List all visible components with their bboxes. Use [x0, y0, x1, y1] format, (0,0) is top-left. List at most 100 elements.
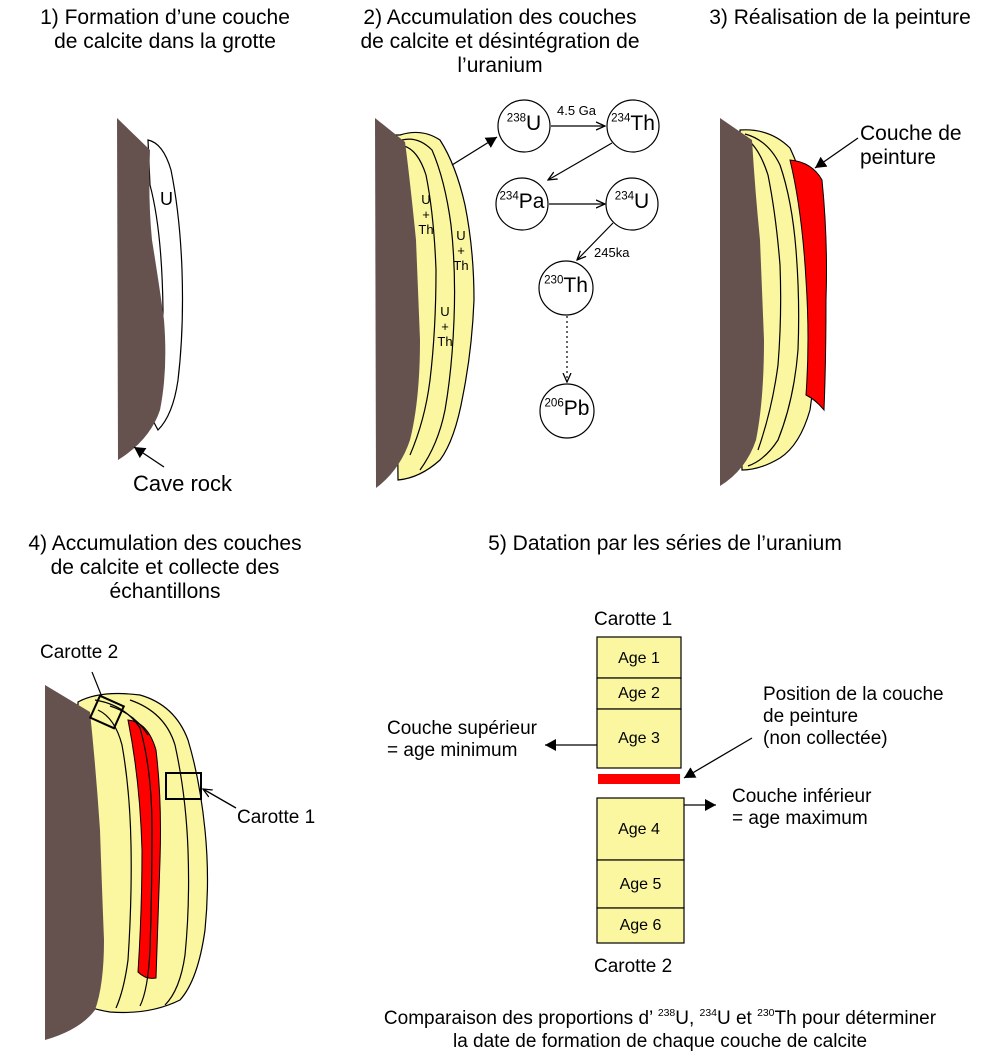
caption-iso1-symbol: U, — [675, 1008, 700, 1029]
arrow-paint-position — [683, 737, 753, 779]
layer-label-3: U + Th — [433, 304, 457, 349]
layer-label-3-th: Th — [437, 334, 453, 349]
arrow-u234-th230 — [577, 222, 614, 260]
lower-layer-label-line1: Couche inférieur — [732, 786, 872, 807]
half-life-label-1: 4.5 Ga — [557, 103, 597, 118]
panel2-artwork — [375, 118, 475, 488]
node-u238-mass: 238 — [506, 112, 527, 125]
node-pb206-symbol: Pb — [563, 397, 590, 420]
panel2-title-line2: de calcite et désintégration de — [360, 30, 640, 53]
layer-label-1-plus: + — [422, 207, 430, 222]
panel5-core1-label: Carotte 1 — [594, 609, 673, 630]
node-circle-u238 — [497, 99, 551, 153]
panel4-core2-box — [88, 694, 126, 730]
bottom-caption: Comparaison des proportions d’ 238U, 234… — [320, 1007, 1000, 1053]
panel4-title-line2: de calcite et collecte des — [50, 556, 280, 579]
node-th230-symbol: Th — [563, 274, 588, 297]
core1-cell-age2 — [596, 677, 682, 710]
layer-label-3-u: U — [440, 304, 450, 319]
node-u238-label: 238U — [498, 112, 550, 136]
core2-cell-age4 — [596, 797, 685, 861]
panel3-title: 3) Réalisation de la peinture — [709, 6, 971, 29]
panel4-artwork — [45, 685, 209, 1040]
node-circle-th230 — [538, 260, 594, 316]
panel5-title: 5) Datation par les séries de l’uranium — [488, 532, 842, 555]
paint-position-label: Position de la couche de peinture (non c… — [763, 684, 944, 750]
panel5-core2-stack — [596, 797, 685, 944]
panel1-artwork — [117, 118, 184, 460]
panel4-core1-label: Carotte 1 — [237, 807, 316, 828]
panel2-title-line3: l’uranium — [457, 54, 543, 77]
decay-chain-circles — [495, 99, 660, 439]
panel3-calcite-line2 — [747, 139, 782, 451]
panel5-core1-stack — [596, 636, 682, 769]
node-pa234-mass: 234 — [499, 190, 519, 203]
panel5-paint-bar — [598, 774, 680, 784]
paint-position-label-line1: Position de la couche — [763, 684, 944, 705]
panel4-calcite-line4 — [109, 705, 149, 736]
paint-position-label-line2: de peinture — [763, 706, 859, 727]
caption-prefix: Comparaison des proportions d’ — [383, 1008, 658, 1029]
panel4-paint-layer — [127, 719, 161, 979]
paint-position-label-line3: (non collectée) — [763, 728, 888, 749]
panel4-title-line1: 4) Accumulation des couches — [28, 532, 302, 555]
panel1-cave-rock — [117, 118, 166, 460]
node-u234-mass: 234 — [614, 190, 635, 203]
panel4-calcite-line3 — [129, 699, 190, 1006]
panel4-core2-label: Carotte 2 — [40, 642, 119, 663]
node-u238-symbol: U — [526, 112, 542, 135]
panel3-paint-label: Couche de peinture — [860, 122, 962, 170]
node-circle-u234 — [605, 177, 659, 231]
layer-label-2: U + Th — [449, 228, 473, 273]
lower-layer-label: Couche inférieur = age maximum — [732, 786, 871, 830]
layer-label-2-th: Th — [453, 258, 469, 273]
panel1-u-label: U — [160, 189, 173, 209]
panel4-core1-arrow — [203, 789, 237, 809]
panel3-paint-label-line1: Couche de — [860, 122, 962, 145]
panel3-artwork — [720, 118, 827, 486]
panel1-title-line1: 1) Formation d’une couche — [40, 6, 290, 29]
upper-layer-label-line2: = age minimum — [387, 740, 518, 761]
panel4-title-line3: échantillons — [109, 580, 221, 603]
panel3-paint-arrow — [814, 137, 859, 169]
core2-cell-age6 — [596, 907, 685, 944]
panel3-paint-layer — [789, 159, 827, 412]
core1-cell-age3 — [596, 708, 682, 769]
node-pa234-symbol: Pa — [518, 190, 545, 213]
age-label-5: Age 5 — [619, 876, 662, 893]
panel4-core1-box — [165, 772, 202, 800]
panel1-calcite-layer — [147, 139, 184, 431]
layer-label-1-th: Th — [418, 222, 434, 237]
panel4-calcite-line1 — [94, 699, 153, 1007]
caption-iso2-mass: 234 — [699, 1008, 717, 1020]
panel1-rock-label: Cave rock — [133, 471, 233, 496]
node-u234-label: 234U — [606, 190, 658, 214]
node-th234-mass: 234 — [611, 112, 631, 125]
node-circle-pa234 — [495, 177, 549, 231]
panel3-cave-rock — [720, 118, 764, 486]
layer-label-2-u: U — [456, 228, 466, 243]
node-circle-th234 — [606, 99, 660, 153]
age-label-4: Age 4 — [618, 821, 660, 838]
node-th230-label: 230Th — [538, 274, 594, 298]
panel2-cave-rock — [375, 118, 420, 488]
upper-layer-label: Couche supérieur = age minimum — [387, 718, 537, 762]
caption-iso3-symbol: Th pour déterminer — [774, 1008, 937, 1029]
age-label-3: Age 3 — [618, 730, 660, 747]
node-u234-symbol: U — [634, 190, 650, 213]
panel3-calcite-line1 — [744, 133, 800, 467]
node-pb206-label: 206Pb — [539, 397, 595, 421]
panel2-title: 2) Accumulation des couches de calcite e… — [320, 6, 680, 78]
age-label-2: Age 2 — [618, 685, 660, 702]
layer-label-1-u: U — [421, 192, 431, 207]
node-th230-mass: 230 — [544, 274, 564, 287]
lower-layer-label-line2: = age maximum — [732, 808, 868, 829]
decay-chain-arrows — [548, 126, 614, 382]
age-label-6: Age 6 — [619, 917, 662, 934]
core1-cell-age1 — [596, 636, 682, 679]
node-th234-label: 234Th — [607, 112, 659, 136]
caption-iso2-symbol: U et — [716, 1008, 758, 1029]
bottom-caption-line1: Comparaison des proportions d’ 238U, 234… — [320, 1007, 1000, 1030]
panel4-cave-rock — [45, 685, 104, 1040]
